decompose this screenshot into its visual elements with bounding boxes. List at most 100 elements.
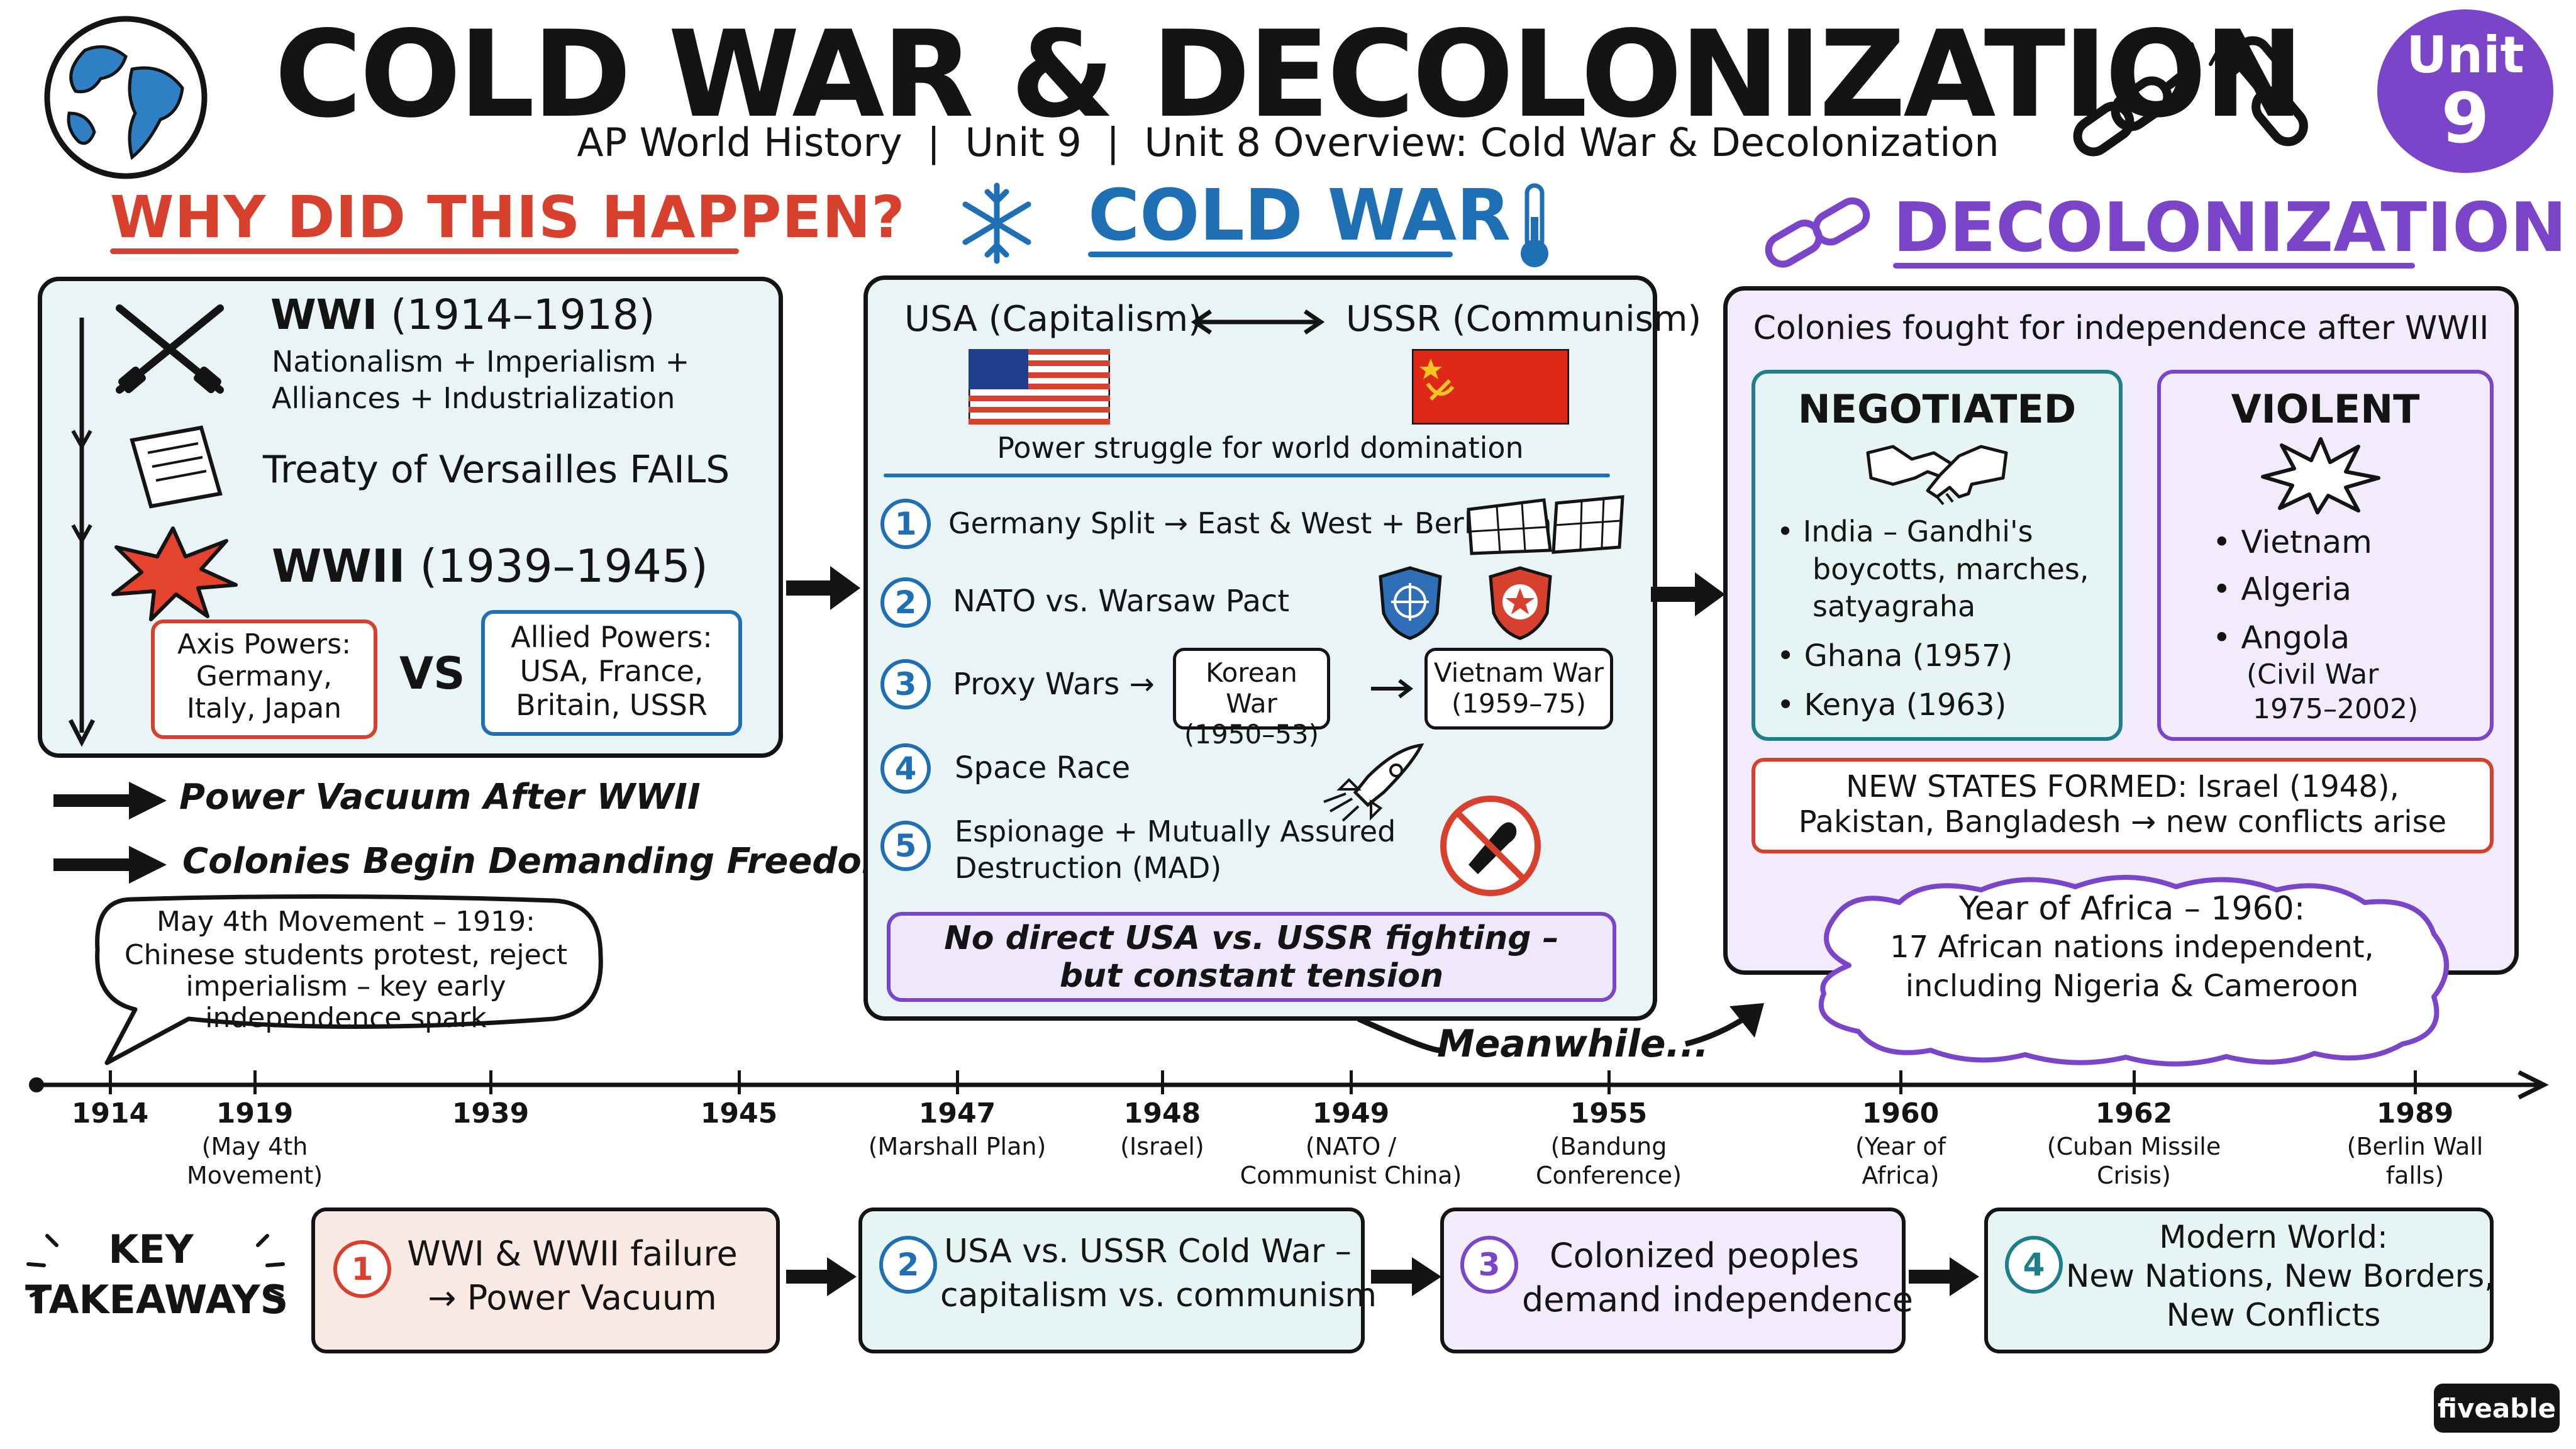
unit-badge: Unit 9 <box>2377 9 2553 173</box>
takeaway-2-line2: capitalism vs. communism <box>940 1277 1377 1314</box>
negotiated-item-5: Kenya (1963) <box>1804 687 2007 723</box>
handshake-icon <box>1866 445 2008 506</box>
fiveable-logo-text: fiveable <box>2437 1392 2557 1424</box>
item-number-4: 4 <box>880 743 931 794</box>
timeline-note: (Cuban Missile Crisis) <box>2046 1133 2221 1189</box>
takeaway-1-line2: → Power Vacuum <box>428 1278 717 1318</box>
explosion-icon <box>111 526 238 621</box>
negotiated-item-2: boycotts, marches, <box>1813 552 2089 586</box>
negotiated-title: NEGOTIATED <box>1797 386 2077 432</box>
takeaways-label-line2: TAKEAWAYS <box>25 1277 289 1323</box>
timeline-note: (NATO / Communist China) <box>1240 1133 1462 1189</box>
timeline-axis <box>29 1070 2549 1100</box>
takeaway-card-2 <box>858 1208 1365 1353</box>
bubble-line-1: May 4th Movement – 1919: <box>157 906 535 938</box>
timeline-year: 1955 <box>1570 1097 1648 1130</box>
meanwhile-text: Meanwhile... <box>1437 1022 1709 1066</box>
wwi-years: (1914–1918) <box>391 291 655 339</box>
item-text-3: Proxy Wars → <box>953 667 1155 702</box>
takeaway-4-line1: Modern World: <box>2159 1219 2388 1255</box>
negotiated-box: NEGOTIATED <box>1752 370 2123 741</box>
crossed-rifles-icon <box>116 304 224 394</box>
violent-bullet-1: • Vietnam <box>2212 524 2372 560</box>
axis-line-3: Italy, Japan <box>186 692 342 724</box>
takeaway-number-4: 4 <box>2005 1236 2063 1294</box>
document-icon <box>130 425 223 509</box>
timeline-year: 1960 <box>1862 1097 1940 1130</box>
timeline-tick <box>2133 1070 2136 1094</box>
vietnam-war-line-1: Vietnam War <box>1433 657 1604 688</box>
africa-line-3: including Nigeria & Cameroon <box>1905 969 2359 1004</box>
allied-line-2: USA, France, <box>519 654 704 688</box>
takeaway-number-3: 3 <box>1460 1236 1518 1294</box>
negotiated-item-3: satyagraha <box>1813 589 1976 623</box>
item-text-4: Space Race <box>955 750 1131 786</box>
item-text-5-line1: Espionage + Mutually Assured <box>955 814 1396 848</box>
why-heading: WHY DID THIS HAPPEN? <box>110 184 906 251</box>
why-underline <box>110 248 739 254</box>
globe-icon <box>44 16 208 179</box>
speech-bubble-shape <box>95 894 603 1065</box>
right-arrow-icon <box>53 782 167 819</box>
takeaway-card-3 <box>1440 1208 1906 1353</box>
takeaway-card-4 <box>1984 1208 2494 1353</box>
chain-icon <box>1765 197 1870 268</box>
violent-box: VIOLENT <box>2157 370 2494 741</box>
wwii-title: WWII (1939–1945) <box>272 540 708 592</box>
page-subtitle: AP World History | Unit 9 | Unit 8 Overv… <box>577 119 1999 165</box>
right-arrow-icon <box>1651 572 1725 616</box>
takeaway-4-line2: New Nations, New Borders, <box>2066 1258 2495 1294</box>
right-arrow-icon <box>786 1257 857 1296</box>
korean-war-line-2: (1950–53) <box>1184 719 1319 750</box>
timeline-year: 1914 <box>71 1097 149 1130</box>
wwii-label: WWII <box>272 540 406 592</box>
timeline-note: (Year of Africa) <box>1855 1133 1946 1189</box>
item-number-3: 3 <box>880 659 931 709</box>
wwi-label: WWI <box>270 291 378 339</box>
sparkle-lines-icon <box>26 1234 285 1297</box>
decolonization-heading: DECOLONIZATION <box>1893 189 2567 267</box>
africa-line-1: Year of Africa – 1960: <box>1958 890 2306 928</box>
cloud-shape <box>1818 875 2449 1067</box>
allied-line-1: Allied Powers: <box>511 620 713 654</box>
wwi-title: WWI (1914–1918) <box>270 291 655 339</box>
takeaway-number-2: 2 <box>879 1236 937 1294</box>
korean-war-line-1: Korean War <box>1206 657 1297 719</box>
cold-war-underline <box>1088 252 1453 257</box>
cold-war-heading: COLD WAR <box>1088 175 1511 257</box>
page-title: COLD WAR & DECOLONIZATION <box>274 5 2304 144</box>
right-arrow-icon <box>1371 679 1413 699</box>
timeline-tick <box>109 1070 112 1094</box>
new-states-box: NEW STATES FORMED: Israel (1948), Pakist… <box>1752 758 2494 853</box>
takeaway-number-1: 1 <box>333 1240 391 1298</box>
violent-bullet-2: • Algeria <box>2212 571 2351 608</box>
wwi-causes-line2: Alliances + Industrialization <box>272 381 675 415</box>
decolonization-intro: Colonies fought for independence after W… <box>1753 309 2489 347</box>
timeline-tick <box>956 1070 959 1094</box>
violent-title: VIOLENT <box>2231 386 2420 432</box>
negotiated-item-4: Ghana (1957) <box>1804 638 2013 674</box>
cold-war-divider <box>884 474 1610 477</box>
takeaway-1-line1: WWI & WWII failure <box>407 1234 738 1274</box>
ussr-flag-icon <box>1412 349 1569 425</box>
violent-item-3: Angola <box>2241 619 2350 656</box>
usa-flag-icon <box>969 349 1110 425</box>
timeline-year: 1948 <box>1123 1097 1201 1130</box>
axis-line-2: Germany, <box>196 660 333 692</box>
violent-bullet-3: • Angola <box>2212 619 2350 656</box>
timeline-tick <box>2414 1070 2417 1094</box>
cold-war-note-line2: but constant tension <box>1059 957 1444 995</box>
treaty-text: Treaty of Versailles FAILS <box>263 448 730 492</box>
warsaw-pact-shield-icon <box>1489 566 1552 640</box>
bubble-line-4: independence spark <box>205 1002 487 1034</box>
axis-line-1: Axis Powers: <box>177 628 352 660</box>
korean-war-box: Korean War (1950–53) <box>1173 648 1330 750</box>
fiveable-logo: fiveable <box>2434 1384 2560 1433</box>
cold-war-note-box: No direct USA vs. USSR fighting – but co… <box>887 912 1616 1002</box>
power-vacuum-text: Power Vacuum After WWII <box>179 777 701 818</box>
violent-item-5: 1975–2002) <box>2253 693 2419 725</box>
takeaway-3-line2: demand independence <box>1522 1280 1913 1319</box>
timeline-year: 1947 <box>918 1097 996 1130</box>
right-arrow-icon <box>1371 1257 1441 1296</box>
burst-icon <box>2261 437 2380 514</box>
